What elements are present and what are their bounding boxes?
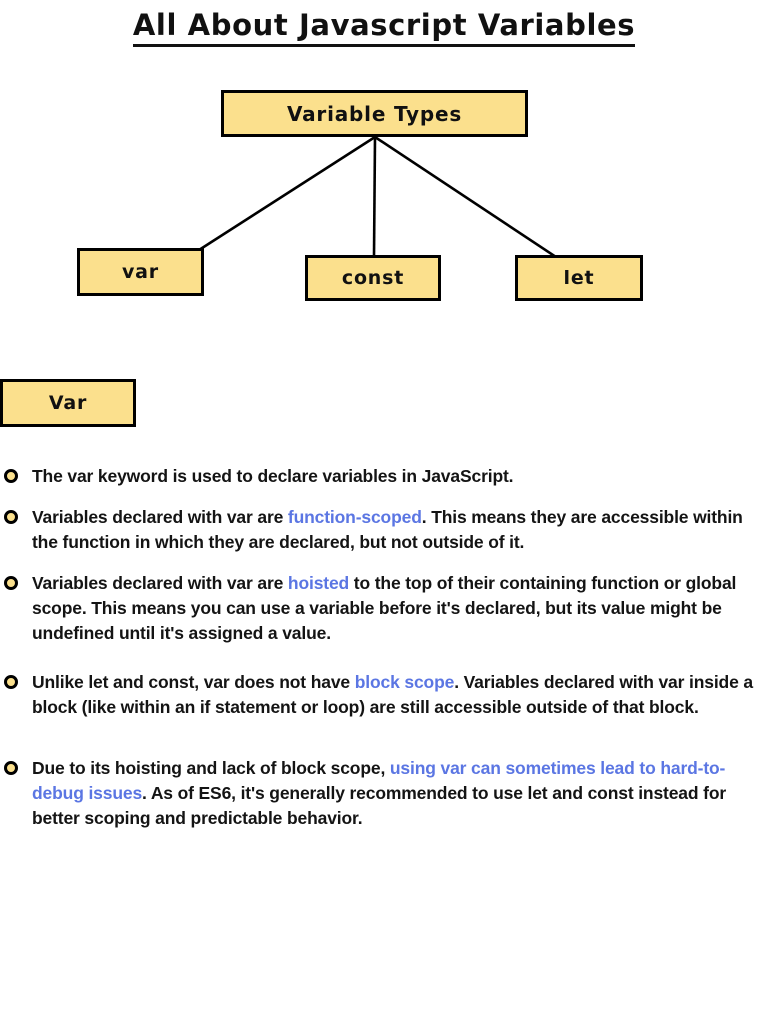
text-run: Unlike let and const, var does not have [32, 672, 355, 692]
var-facts-list: The var keyword is used to declare varia… [0, 464, 768, 847]
highlighted-phrase: using var can sometimes lead to hard-to-… [32, 758, 726, 803]
text-run: Due to its hoisting and lack of block sc… [32, 758, 390, 778]
highlighted-phrase: hoisted [287, 573, 350, 593]
list-item: Variables declared with var are function… [0, 505, 768, 555]
bullet-circle-icon [4, 761, 18, 775]
diagram-node-variable-types[interactable]: Variable Types [221, 90, 528, 137]
bullet-circle-icon [4, 510, 18, 524]
list-item: Variables declared with var are hoisted … [0, 571, 768, 646]
text-run: . Variables declared with var inside a b… [32, 672, 758, 717]
connector-line-const [372, 136, 377, 257]
list-item: The var keyword is used to declare varia… [0, 464, 768, 489]
list-item: Unlike let and const, var does not have … [0, 670, 768, 720]
highlighted-phrase: block scope [354, 672, 455, 692]
list-item: Due to its hoisting and lack of block sc… [0, 756, 768, 831]
diagram-node-label: const [341, 267, 405, 289]
section-heading-label: Var [48, 392, 88, 414]
diagram-node-const[interactable]: const [305, 255, 441, 301]
text-run: . This means they are accessible within … [32, 507, 748, 552]
text-run: Variables declared with var are [32, 507, 288, 527]
text-run: Variables declared with var are [32, 573, 288, 593]
text-run: to the top of their containing function … [32, 573, 741, 643]
page-title-text: All About Javascript Variables [132, 8, 636, 48]
highlighted-phrase: function-scoped [287, 507, 422, 527]
diagram-node-var[interactable]: var [77, 248, 204, 296]
list-item-text: Variables declared with var are function… [32, 505, 768, 555]
diagram-connector-lines [198, 135, 557, 259]
bullet-circle-icon [4, 675, 18, 689]
connector-line-let [374, 135, 557, 259]
section-heading-box: Var [0, 379, 136, 427]
diagram-node-let[interactable]: let [515, 255, 643, 301]
connector-line-var [198, 135, 376, 252]
bullet-circle-icon [4, 576, 18, 590]
diagram-node-label: var [122, 261, 159, 283]
bullet-circle-icon [4, 469, 18, 483]
diagram-node-label: let [563, 267, 595, 289]
list-item-text: Unlike let and const, var does not have … [32, 670, 768, 720]
page-title: All About Javascript Variables [0, 8, 768, 48]
text-run: The var keyword is used to declare varia… [32, 466, 514, 486]
list-item-text: Variables declared with var are hoisted … [32, 571, 768, 646]
variable-types-diagram: Variable Types var const let [0, 0, 768, 330]
text-run: . As of ES6, it's generally recommended … [32, 783, 731, 828]
list-item-text: The var keyword is used to declare varia… [32, 464, 768, 489]
list-item-text: Due to its hoisting and lack of block sc… [32, 756, 768, 831]
diagram-node-label: Variable Types [286, 101, 463, 126]
